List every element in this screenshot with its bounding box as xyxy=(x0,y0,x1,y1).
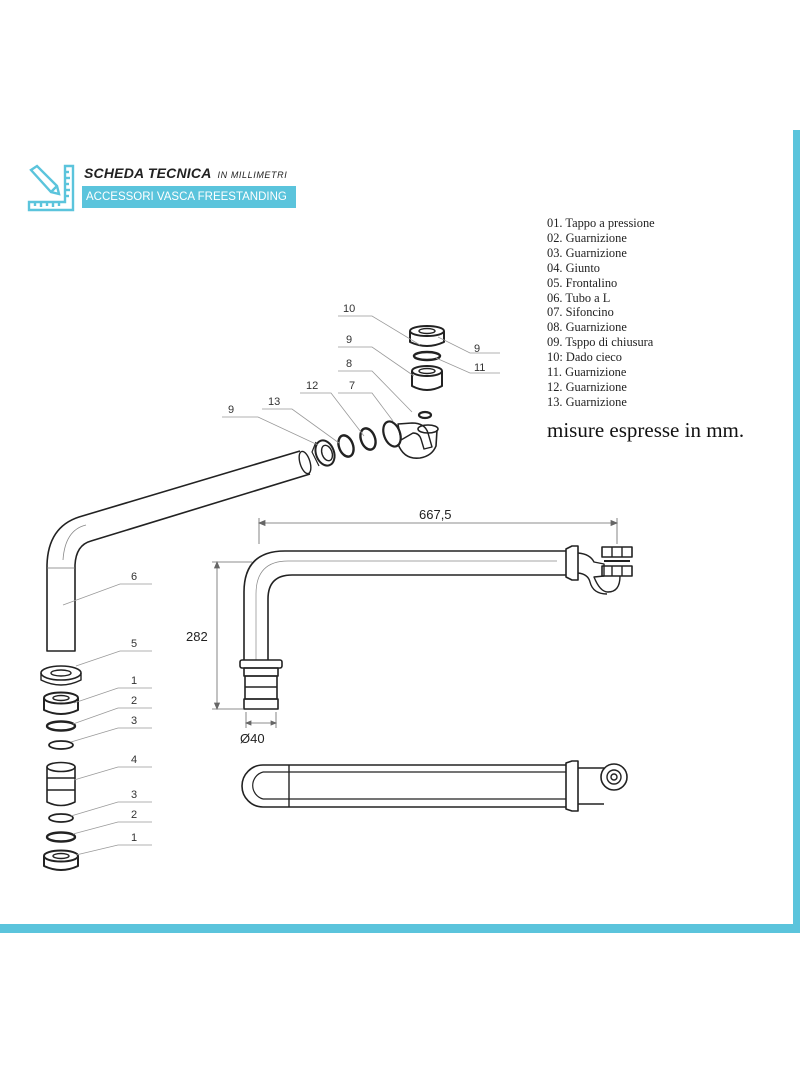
legend-item: 07. Sifoncino xyxy=(547,305,614,320)
ruler-pencil-icon xyxy=(27,164,75,212)
callout-11: 11 xyxy=(474,362,485,374)
callout-leaders xyxy=(62,315,500,856)
callout-5: 5 xyxy=(131,638,137,650)
callout-13: 13 xyxy=(268,396,280,408)
frame-bottom-border xyxy=(0,924,800,933)
header-banner: ACCESSORI VASCA FREESTANDING xyxy=(82,186,296,208)
dimension-width: 667,5 xyxy=(419,507,452,522)
legend-item: 05. Frontalino xyxy=(547,275,618,290)
callout-9: 9 xyxy=(228,404,234,416)
callout-1: 1 xyxy=(131,675,137,687)
legend-item: 04. Giunto xyxy=(547,260,601,275)
legend-item: 01. Tappo a pressione xyxy=(547,216,655,230)
callout-2: 2 xyxy=(131,695,137,707)
callout-8: 8 xyxy=(346,358,352,370)
callout-12: 12 xyxy=(306,380,318,392)
callout-9: 9 xyxy=(474,343,480,355)
callout-4: 4 xyxy=(131,754,137,766)
dimension-lines xyxy=(212,518,619,728)
header-unit: IN MILLIMETRI xyxy=(217,170,288,180)
assembled-side-view xyxy=(239,545,633,710)
callout-3: 3 xyxy=(131,715,137,727)
legend-item: 09. Tsppo di chiusura xyxy=(547,335,654,350)
dimension-diameter: Ø40 xyxy=(240,731,265,746)
callout-6: 6 xyxy=(131,571,137,583)
legend-item: 12. Guarnizione xyxy=(547,379,627,394)
callout-10: 10 xyxy=(343,303,355,315)
legend-item: 13. Guarnizione xyxy=(547,394,627,409)
dimension-height: 282 xyxy=(186,629,208,644)
callout-3: 3 xyxy=(131,789,137,801)
legend-item: 08. Guarnizione xyxy=(547,320,627,335)
gasket-12 xyxy=(359,427,377,451)
legend-item: 03. Guarnizione xyxy=(547,245,627,260)
gasket-13 xyxy=(337,434,355,458)
legend-item: 10: Dado cieco xyxy=(547,350,623,365)
legend-item: 02. Guarnizione xyxy=(547,230,627,245)
siphon-part xyxy=(382,420,439,460)
parts-legend: 01. Tappo a pressione 02. Guarnizione 03… xyxy=(547,216,655,410)
callout-1: 1 xyxy=(131,832,137,844)
legend-item: 11. Guarnizione xyxy=(547,365,627,380)
assembled-top-view xyxy=(241,760,628,812)
units-note: misure espresse in mm. xyxy=(547,418,745,442)
lower-part-stack xyxy=(40,665,82,871)
callout-7: 7 xyxy=(349,380,355,392)
upper-nut-part xyxy=(311,439,336,467)
frame-right-border xyxy=(793,130,800,933)
legend-item: 06. Tubo a L xyxy=(547,290,611,305)
l-tube-part xyxy=(46,450,312,652)
callout-2: 2 xyxy=(131,809,137,821)
callout-9: 9 xyxy=(346,334,352,346)
cap-nut-stack xyxy=(409,325,445,420)
